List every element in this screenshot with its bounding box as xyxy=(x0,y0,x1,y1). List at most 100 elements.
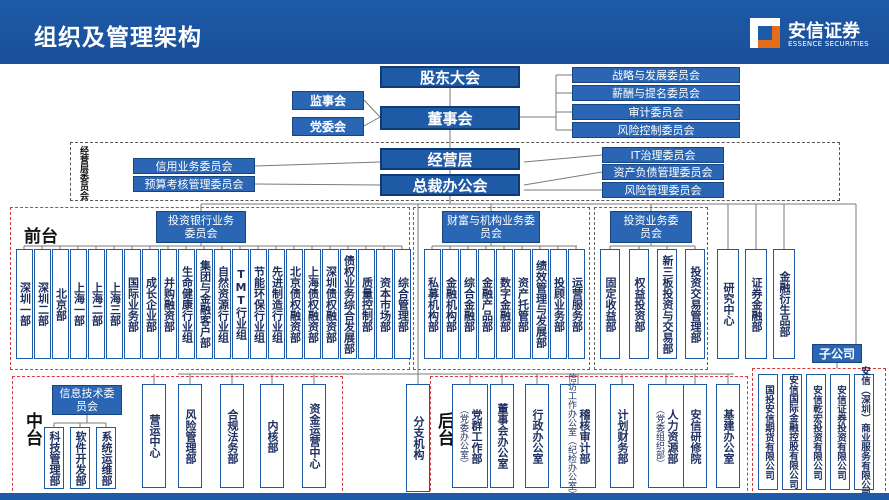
ib-unit: 集团与金融客户部 xyxy=(196,249,213,359)
company-logo: 安信证券 ESSENCE SECURITIES xyxy=(742,14,882,54)
ib-unit: 上海二部 xyxy=(88,249,105,359)
back-office-unit: 安信研修院 xyxy=(683,384,707,488)
middle-office-label: 中台 xyxy=(22,412,42,446)
ib-unit: 深圳一部 xyxy=(16,249,33,359)
front-other-unit: 证券金融部 xyxy=(745,249,767,359)
branch-offices: 分支机构 xyxy=(406,384,430,492)
ib-unit: 深圳二部 xyxy=(34,249,51,359)
ib-unit: 债权业务综合发展部 xyxy=(340,249,357,359)
board-of-directors: 董事会 xyxy=(380,106,520,130)
page-title: 组织及管理架构 xyxy=(34,25,202,51)
back-unit-note: （党委办公室） xyxy=(458,404,468,468)
back-unit-name: 行政办公室 xyxy=(531,408,544,464)
wealth-unit: 综合金融部 xyxy=(460,249,477,359)
ib-unit: 节能环保行业组 xyxy=(250,249,267,359)
ib-unit: 北京债权融资部 xyxy=(286,249,303,359)
wealth-frame xyxy=(413,207,590,370)
ib-unit: 成长企业部 xyxy=(142,249,159,359)
left-committee-item: 预算考核管理委员会 xyxy=(133,176,255,192)
back-unit-name: 董事会办公室 xyxy=(496,403,509,469)
invest-unit: 投资交易管理部 xyxy=(685,249,705,359)
back-unit-note: 信访工作办公室（纪检办公室） xyxy=(566,373,576,499)
ib-unit: 生命健康行业组 xyxy=(178,249,195,359)
subsidiary-company: 安信国际金融控股有限公司 xyxy=(782,374,802,490)
ib-unit: 并购融资部 xyxy=(160,249,177,359)
back-office-unit: 行政办公室 xyxy=(525,384,549,488)
middle-unit: 风险管理部 xyxy=(178,384,202,488)
it-unit: 科技管理部 xyxy=(44,427,64,489)
logo-mark-icon xyxy=(750,18,780,48)
back-unit-note: （党委组织部） xyxy=(654,404,664,468)
right-committee-item: IT治理委员会 xyxy=(602,147,724,163)
wealth-unit: 资产托管部 xyxy=(514,249,531,359)
back-office-unit: 董事会办公室 xyxy=(490,384,514,488)
ib-unit: 综合管理部 xyxy=(394,249,411,359)
party-committee: 党委会 xyxy=(292,117,364,136)
connector-line xyxy=(363,116,381,127)
invest-unit: 新三板投资与交易部 xyxy=(657,249,677,359)
management-level: 经营层 xyxy=(380,148,520,170)
wealth-unit: 运营服务部 xyxy=(568,249,585,359)
right-committee-item: 资产负债管理委员会 xyxy=(602,164,724,180)
ib-unit: 上海一部 xyxy=(70,249,87,359)
middle-unit: 内核部 xyxy=(260,384,284,488)
ib-unit: TMT行业组 xyxy=(232,249,249,359)
wealth-unit: 数字金融部 xyxy=(496,249,513,359)
footer-bar xyxy=(0,493,889,500)
middle-unit: 资金运营中心 xyxy=(302,384,326,488)
wealth-unit: 绩效管理与发展部 xyxy=(532,249,549,359)
invest-committee: 投资业务委员会 xyxy=(610,211,692,243)
back-office-label: 后台 xyxy=(434,412,454,446)
ib-unit: 国际业务部 xyxy=(124,249,141,359)
ib-unit: 北京部 xyxy=(52,249,69,359)
ib-unit: 先进制造行业组 xyxy=(268,249,285,359)
connector-line xyxy=(254,183,381,186)
board-committee-item: 战略与发展委员会 xyxy=(572,67,740,83)
ib-unit: 质量控制部 xyxy=(358,249,375,359)
connector-line xyxy=(363,99,381,118)
header-bar: 组织及管理架构 安信证券 ESSENCE SECURITIES xyxy=(0,0,889,64)
wealth-committee: 财富与机构业务委员会 xyxy=(442,211,540,243)
connector-line xyxy=(523,154,603,163)
back-unit-name: 基建办公室 xyxy=(722,408,735,464)
subsidiary-company: 国投安信期货有限公司 xyxy=(758,374,778,490)
back-unit-name: 稽核审计部 xyxy=(578,408,591,464)
front-other-unit: 研究中心 xyxy=(717,249,739,359)
shareholders-meeting: 股东大会 xyxy=(380,66,520,88)
middle-unit: 营运中心 xyxy=(142,384,166,488)
board-committee-item: 薪酬与提名委员会 xyxy=(572,85,740,101)
back-office-unit: 基建办公室 xyxy=(716,384,740,488)
ib-unit: 资本市场部 xyxy=(376,249,393,359)
invest-unit: 固定收益部 xyxy=(600,249,620,359)
back-unit-name: 计划财务部 xyxy=(616,408,629,464)
board-committee-item: 风险控制委员会 xyxy=(572,122,740,138)
subsidiary-company: 安信乾宏投资有限公司 xyxy=(806,374,826,490)
wealth-unit: 金融机构部 xyxy=(442,249,459,359)
subsidiary-company: 安信（深圳）商业服务有限公司 xyxy=(854,366,874,499)
subsidiary-company: 安信证券投资有限公司 xyxy=(830,374,850,490)
left-committee-item: 信用业务委员会 xyxy=(133,158,255,174)
back-unit-name: 安信研修院 xyxy=(689,408,702,464)
management-committee-frame xyxy=(70,142,840,201)
back-office-unit: 人力资源部（党委组织部） xyxy=(648,384,684,488)
ib-unit: 上海三部 xyxy=(106,249,123,359)
subsidiary-label: 子公司 xyxy=(812,344,862,363)
ib-unit: 自然资源行业组 xyxy=(214,249,231,359)
president-office-meeting: 总裁办公会 xyxy=(380,174,520,196)
ib-unit: 上海债权融资部 xyxy=(304,249,321,359)
logo-english: ESSENCE SECURITIES xyxy=(788,40,869,48)
it-unit: 系统运维部 xyxy=(96,427,116,489)
wealth-unit: 私募机构部 xyxy=(424,249,441,359)
ib-unit: 深圳债权融资部 xyxy=(322,249,339,359)
invest-frame xyxy=(594,207,708,370)
middle-unit: 合规法务部 xyxy=(220,384,244,488)
ib-committee: 投资银行业务委员会 xyxy=(156,211,246,243)
front-other-unit: 金融衍生品部 xyxy=(773,249,795,359)
it-committee: 信息技术委员会 xyxy=(52,385,122,415)
back-unit-name: 人力资源部 xyxy=(666,408,679,464)
connector-line xyxy=(254,161,381,167)
wealth-unit: 投顾业务部 xyxy=(550,249,567,359)
logo-name: 安信证券 xyxy=(788,21,860,42)
board-committee-item: 审计委员会 xyxy=(572,104,740,120)
